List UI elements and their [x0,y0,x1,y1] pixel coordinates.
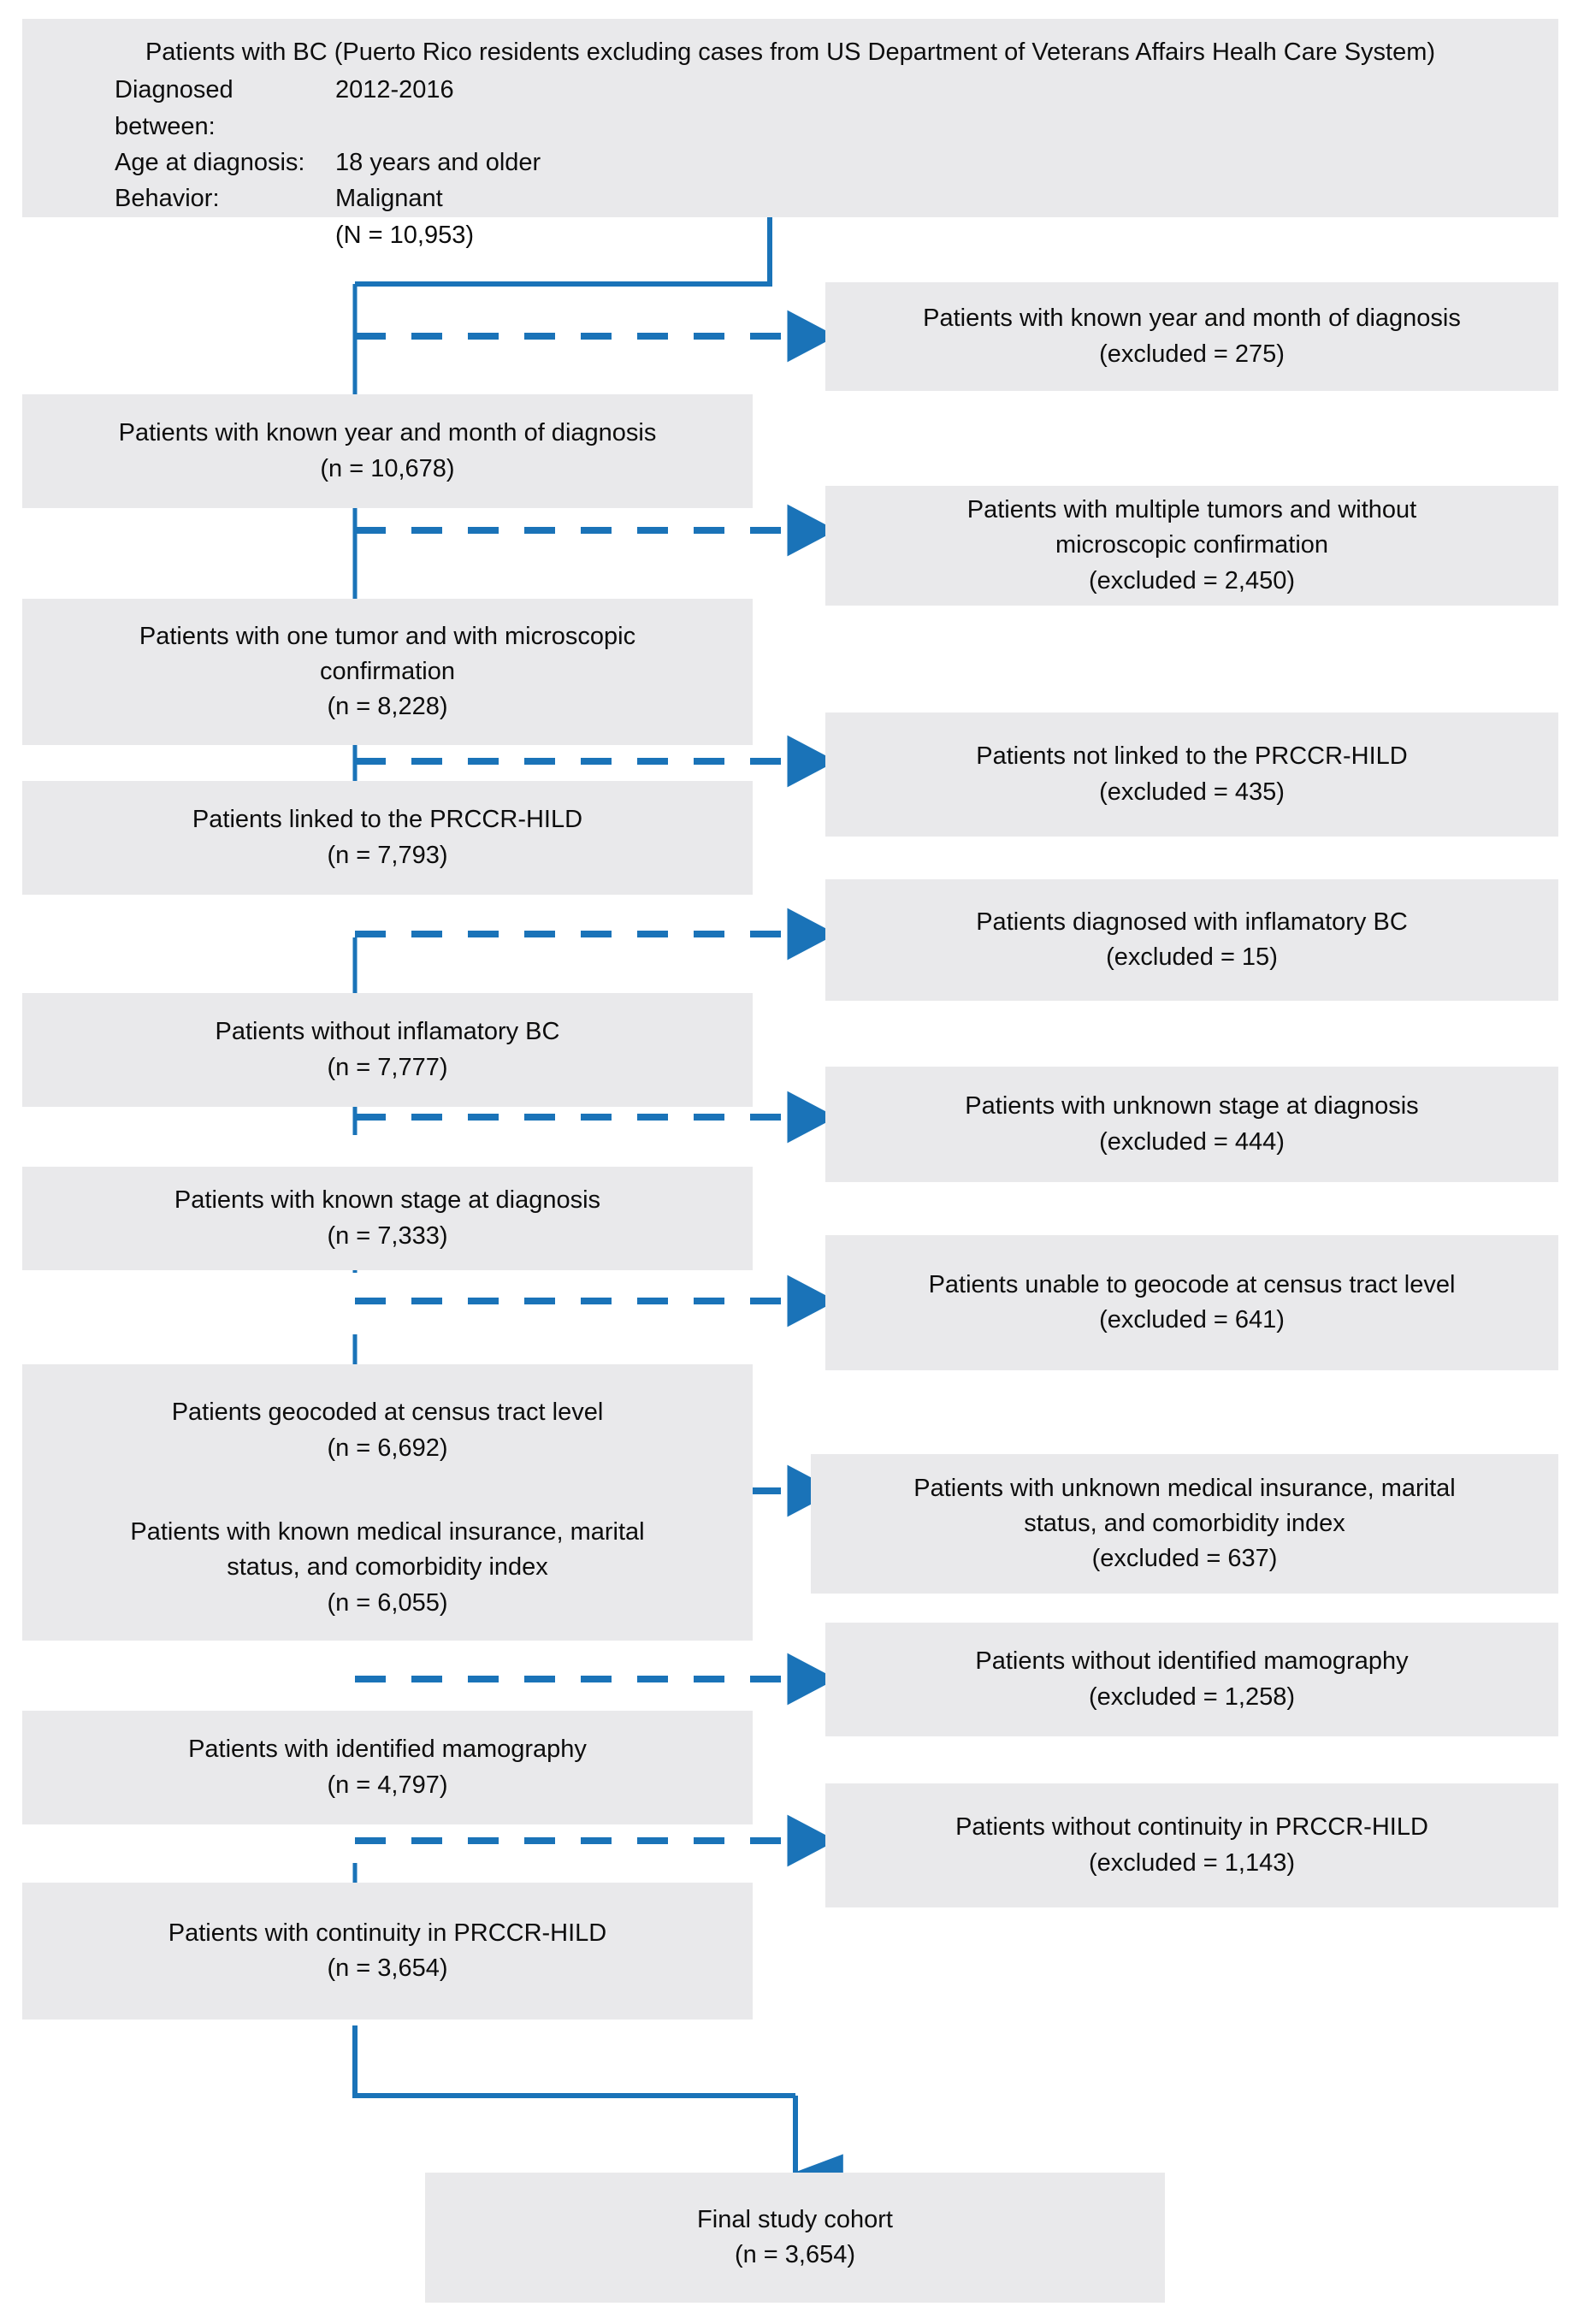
excluded-label: Patients not linked to the PRCCR-HILD [976,742,1408,771]
header-total-count: (N = 10,953) [335,221,475,249]
excluded-box-6: Patients unable to geocode at census tra… [825,1235,1558,1370]
included-box-3: Patients linked to the PRCCR-HILD (n = 7… [22,781,753,895]
included-label-cont: confirmation [320,657,455,685]
included-box-5: Patients with known stage at diagnosis (… [22,1167,753,1270]
included-count: (n = 7,793) [327,841,448,869]
included-count: (n = 7,333) [327,1221,448,1250]
excluded-count: (excluded = 275) [1099,340,1285,368]
included-label: Patients with known medical insurance, m… [130,1518,645,1546]
excluded-count: (excluded = 1,143) [1088,1848,1296,1877]
excluded-label: Patients diagnosed with inflamatory BC [976,908,1408,936]
included-label: Patients with known year and month of di… [118,419,657,447]
included-count: (n = 6,055) [327,1588,448,1617]
criteria-value: Malignant [335,185,443,213]
included-count: (n = 3,654) [327,1954,448,1982]
criteria-label: Diagnosed between: [115,76,233,140]
excluded-count: (excluded = 641) [1099,1306,1285,1333]
criteria-row: Diagnosed between: 2012-2016 [115,72,1558,145]
excluded-box-8: Patients without identified mamography (… [825,1623,1558,1736]
included-label: Patients without inflamatory BC [215,1018,560,1046]
included-box-6: Patients geocoded at census tract level … [22,1364,753,1497]
excluded-box-9: Patients without continuity in PRCCR-HIL… [825,1783,1558,1907]
criteria-value: 18 years and older [335,148,541,176]
included-box-4: Patients without inflamatory BC (n = 7,7… [22,993,753,1107]
excluded-count: (excluded = 637) [1091,1545,1278,1573]
included-count: (n = 7,777) [327,1053,448,1081]
header-title: Patients with BC (Puerto Rico residents … [145,38,1436,66]
final-cohort-count: (n = 3,654) [734,2241,856,2268]
included-label: Patients geocoded at census tract level [171,1399,604,1427]
excluded-count: (excluded = 444) [1099,1127,1285,1156]
excluded-label-cont: microscopic confirmation [1055,531,1329,559]
excluded-label: Patients with unknown medical insurance,… [913,1474,1456,1502]
excluded-label-cont: status, and comorbidity index [1024,1509,1345,1537]
criteria-row-total: (N = 10,953) [115,217,1558,253]
excluded-label: Patients with unknown stage at diagnosis [965,1092,1419,1121]
criteria-label: Age at diagnosis: [115,148,305,176]
final-cohort-box: Final study cohort (n = 3,654) [425,2173,1165,2303]
included-label: Patients linked to the PRCCR-HILD [192,806,583,834]
excluded-label: Patients with multiple tumors and withou… [966,496,1417,524]
included-box-8: Patients with identified mamography (n =… [22,1711,753,1824]
included-label: Patients with continuity in PRCCR-HILD [168,1919,607,1947]
excluded-box-5: Patients with unknown stage at diagnosis… [825,1067,1558,1182]
excluded-label: Patients unable to geocode at census tra… [928,1270,1456,1298]
included-box-7: Patients with known medical insurance, m… [22,1495,753,1641]
header-criteria-list: Diagnosed between: 2012-2016 Age at diag… [115,72,1558,253]
included-count: (n = 6,692) [327,1434,448,1462]
criteria-row: Age at diagnosis: 18 years and older [115,145,1558,180]
final-cohort-label: Final study cohort [697,2205,893,2233]
included-count: (n = 10,678) [320,454,455,482]
included-box-1: Patients with known year and month of di… [22,394,753,508]
excluded-count: (excluded = 435) [1099,778,1285,806]
criteria-value: 2012-2016 [335,76,454,104]
excluded-box-2: Patients with multiple tumors and withou… [825,486,1558,606]
excluded-box-1: Patients with known year and month of di… [825,282,1558,391]
excluded-box-3: Patients not linked to the PRCCR-HILD (e… [825,713,1558,837]
excluded-count: (excluded = 1,258) [1088,1682,1296,1711]
excluded-label: Patients without continuity in PRCCR-HIL… [955,1813,1428,1842]
excluded-label: Patients without identified mamography [975,1647,1409,1676]
excluded-label: Patients with known year and month of di… [923,305,1461,333]
included-label-cont: status, and comorbidity index [227,1553,548,1582]
included-label: Patients with one tumor and with microsc… [139,622,636,650]
excluded-count: (excluded = 2,450) [1088,566,1296,594]
included-label: Patients with known stage at diagnosis [174,1186,601,1215]
included-count: (n = 8,228) [327,693,448,721]
excluded-count: (excluded = 15) [1106,943,1278,971]
criteria-label: Behavior: [115,185,220,213]
criteria-row: Behavior: Malignant [115,180,1558,216]
header-box: Patients with BC (Puerto Rico residents … [22,19,1558,249]
excluded-box-7: Patients with unknown medical insurance,… [811,1454,1558,1594]
included-box-2: Patients with one tumor and with microsc… [22,599,753,745]
excluded-box-4: Patients diagnosed with inflamatory BC (… [825,879,1558,1001]
included-label: Patients with identified mamography [188,1736,587,1764]
included-box-9: Patients with continuity in PRCCR-HILD (… [22,1883,753,2019]
included-count: (n = 4,797) [327,1771,448,1799]
